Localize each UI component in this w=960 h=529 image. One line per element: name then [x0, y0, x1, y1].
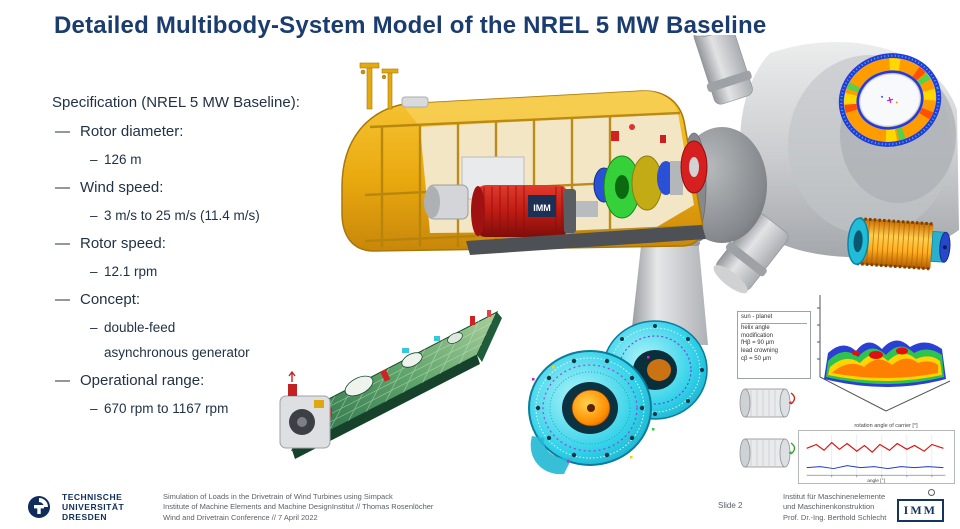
gear-sketch-upper: [739, 388, 796, 418]
credit-line: Simulation of Loads in the Drivetrain of…: [163, 491, 393, 501]
tud-logo: TECHNISCHE UNIVERSITÄT DRESDEN: [26, 492, 124, 522]
bullet-dash-icon: —: [55, 291, 70, 308]
bullet-dash-icon: —: [55, 372, 70, 389]
gear-sketches: [739, 388, 796, 468]
blade-root-upper: [692, 35, 753, 105]
bullet-subdash-icon: –: [90, 152, 98, 167]
tud-line: TECHNISCHE: [62, 491, 123, 502]
tud-logo-icon: [28, 495, 50, 518]
inset-line: cβ = 50 μm: [741, 355, 772, 362]
surface-plot-surface: [824, 340, 946, 387]
spec-label: Wind speed:: [80, 179, 164, 196]
spec-value: double-feed: [104, 320, 176, 335]
spec-item-concept: — Concept: –double-feed asynchronous gene…: [52, 291, 332, 360]
institute-line: Institut für Maschinenelemente: [783, 491, 886, 501]
roof-cooler: [401, 96, 429, 108]
bullet-subdash-icon: –: [90, 208, 98, 223]
nacelle-3d-render: IMM: [341, 35, 959, 345]
drivetrain: IMM: [424, 124, 708, 255]
mini-chart-xlabel: angle [°]: [867, 478, 885, 483]
spec-value: 3 m/s to 25 m/s (11.4 m/s): [104, 208, 260, 223]
coupling: [576, 201, 598, 217]
imm-watermark-label: IMM: [533, 203, 551, 213]
blade-root-lower: [713, 212, 789, 294]
inset-line: helix angle: [741, 324, 770, 331]
mainframe-platform-render: [279, 310, 502, 459]
spec-item-rotor-speed: — Rotor speed: –12.1 rpm: [52, 235, 332, 279]
footer-credits: Simulation of Loads in the Drivetrain of…: [163, 492, 433, 524]
bullet-subdash-icon: –: [90, 320, 98, 335]
gearbox-fem-render: [528, 320, 708, 475]
front-flange: [528, 350, 652, 466]
platform-machine: [279, 370, 331, 449]
spec-label: Rotor diameter:: [80, 123, 184, 140]
spec-value: 126 m: [104, 152, 142, 167]
gear-sketch-lower: [739, 438, 796, 468]
bullet-subdash-icon: –: [90, 401, 98, 416]
specification-list: Specification (NREL 5 MW Baseline): — Rot…: [52, 94, 332, 416]
bullet-subdash-icon: –: [90, 264, 98, 279]
inset-title: sun - planet: [741, 314, 807, 324]
surface-plot-axes: [817, 295, 951, 412]
spec-heading: Specification (NREL 5 MW Baseline):: [52, 94, 300, 111]
bullet-dash-icon: —: [55, 235, 70, 252]
surface-plot: width [m] rotation angle of carrier [°]: [804, 295, 951, 429]
page-title: Detailed Multibody-System Model of the N…: [54, 12, 767, 39]
footer: TECHNISCHE UNIVERSITÄT DRESDEN Simulatio…: [0, 485, 960, 529]
red-series-line: [806, 441, 944, 453]
main-bearing: [424, 184, 469, 220]
credit-line: Institute of Machine Elements and Machin…: [163, 502, 434, 511]
spec-item-operational-range: — Operational range: –670 rpm to 1167 rpm: [52, 372, 332, 416]
bullet-dash-icon: —: [55, 123, 70, 140]
institute-line: Prof. Dr.-Ing. Berthold Schlecht: [783, 512, 887, 522]
generator: [471, 185, 576, 237]
institute-line: und Maschinenkonstruktion: [783, 502, 875, 511]
spec-value: 12.1 rpm: [104, 264, 158, 279]
ring-gear: [838, 53, 942, 147]
inset-line: lead crowning: [741, 348, 779, 355]
inset-line: fHβ = 90 μm: [741, 340, 775, 347]
bedplate: [466, 225, 706, 255]
pinion-gear-render: [847, 217, 951, 271]
mini-chart-canvas: angle [°]: [806, 434, 946, 484]
inset-line: modification: [741, 332, 774, 339]
imm-logo: IMM: [896, 499, 944, 522]
surface-xlabel: rotation angle of carrier [°]: [854, 423, 918, 429]
ring-gear-fem-render: [838, 53, 942, 147]
tud-line: DRESDEN: [62, 511, 108, 522]
institute-symbol-icon: [928, 489, 935, 496]
spec-value-continued: asynchronous generator: [104, 345, 250, 360]
institute-block: Institut für Maschinenelemente und Masch…: [783, 492, 921, 524]
roof-crane-posts: [359, 62, 399, 110]
gearbox: [593, 124, 708, 219]
fem-speckles: [532, 356, 655, 463]
tud-line: UNIVERSITÄT: [62, 501, 125, 512]
bullet-dash-icon: —: [55, 179, 70, 196]
imm-watermark: IMM: [528, 195, 556, 217]
spec-label: Rotor speed:: [80, 235, 166, 252]
tud-wordmark: TECHNISCHE UNIVERSITÄT DRESDEN: [62, 492, 124, 522]
lower-bracket: [530, 436, 572, 475]
blue-series-line: [806, 465, 944, 470]
spec-value: 670 rpm to 1167 rpm: [104, 401, 229, 416]
credit-line: Wind and Drivetrain Conference // 7 Apri…: [163, 512, 318, 522]
spec-label: Concept:: [80, 291, 141, 308]
spec-item-rotor-diameter: — Rotor diameter: –126 m: [52, 123, 332, 167]
spec-item-wind-speed: — Wind speed: –3 m/s to 25 m/s (11.4 m/s): [52, 179, 332, 223]
spec-label: Operational range:: [80, 372, 205, 389]
pinion-gear: [847, 217, 951, 271]
slide-number: Slide 2: [718, 501, 743, 510]
mini-line-chart: angle [°]: [798, 430, 955, 484]
modification-inset-box: sun - planet helix angle modification fH…: [737, 311, 811, 379]
